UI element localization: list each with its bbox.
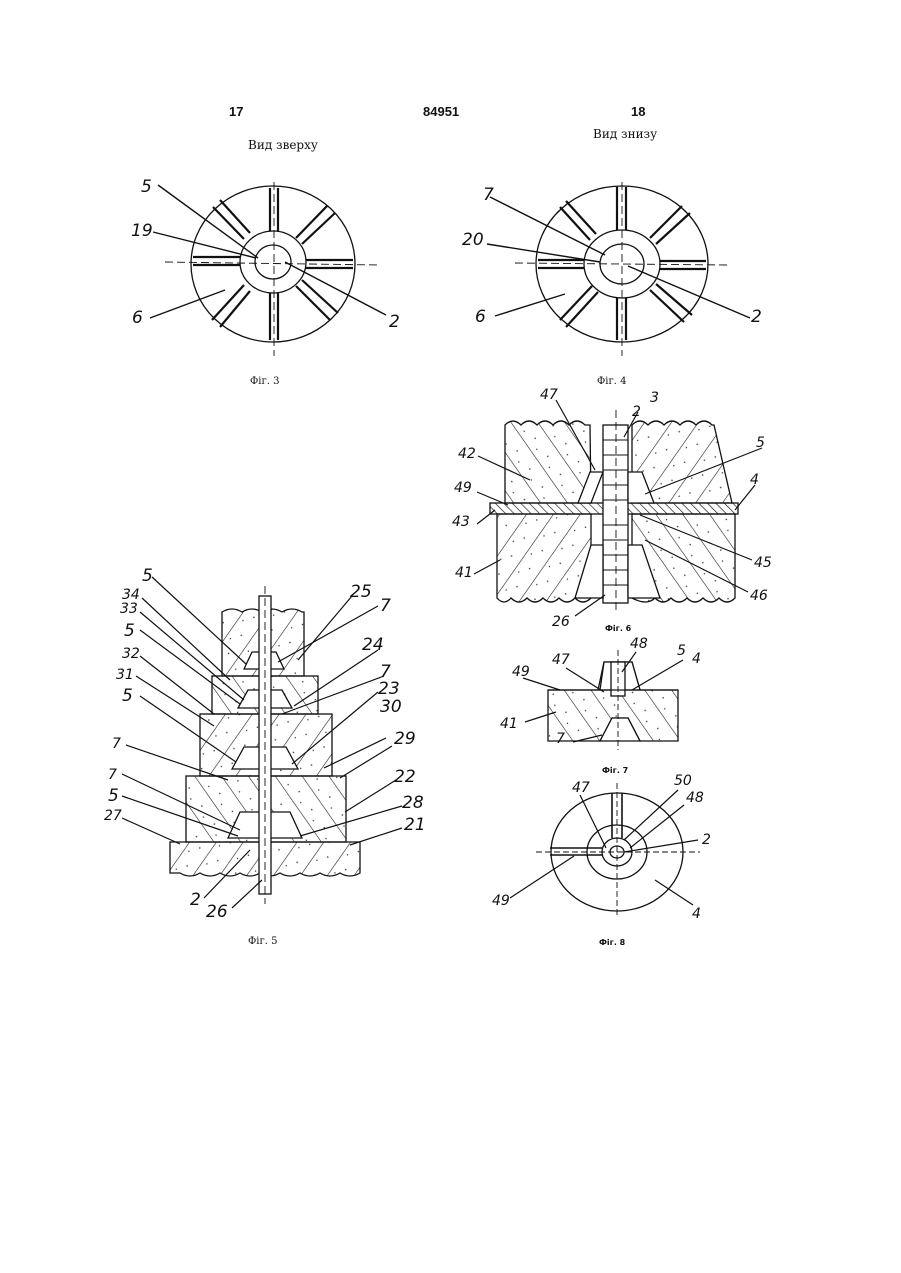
fig8-label-2: 2 [702,832,711,848]
fig6-label-26: 26 [552,614,570,630]
fig4-drawing [487,182,750,356]
fig3-label-5: 5 [141,177,152,197]
fig6-label-4: 4 [750,472,759,488]
fig6-label-2: 2 [632,404,641,420]
fig8-label-50: 50 [674,773,692,789]
fig3-label-2: 2 [389,312,400,332]
fig8-label-49: 49 [492,893,510,909]
fig5-label-7: 7 [112,736,121,752]
fig5-label-7c: 7 [380,596,391,616]
fig4-label-7: 7 [483,185,494,205]
fig5-label-25: 25 [350,582,372,602]
fig6-label-46: 46 [750,588,768,604]
fig3-label-6: 6 [132,308,143,328]
fig6-label-42: 42 [458,446,476,462]
fig4-label-2: 2 [751,307,762,327]
fig5-label-24: 24 [362,635,384,655]
fig7-label-48: 48 [630,636,648,652]
fig6-label-43: 43 [452,514,470,530]
fig5-label-27: 27 [104,808,122,824]
fig5-label-26: 26 [206,902,228,922]
fig6-label-41: 41 [455,565,473,581]
fig5-label-23: 23 [378,679,400,699]
fig7-drawing [523,650,683,750]
fig5-label-33: 33 [120,601,138,617]
fig7-label-7: 7 [556,731,565,747]
fig7-label-4: 4 [692,651,701,667]
fig5-label-7b: 7 [108,767,117,783]
fig5-label-22: 22 [394,767,416,787]
fig5-label-2: 2 [190,890,201,910]
fig6-label-3: 3 [650,390,659,406]
fig8-label-48: 48 [686,790,704,806]
fig5-label-5c: 5 [122,686,133,706]
fig3-drawing [150,182,386,356]
fig5-label-28: 28 [402,793,424,813]
fig5-label-5b: 5 [124,621,135,641]
fig5-drawing [122,577,402,908]
fig8-label-4: 4 [692,906,701,922]
fig6-label-49: 49 [454,480,472,496]
fig7-label-5: 5 [677,643,686,659]
fig5-label-5d: 5 [108,786,119,806]
fig4-label-20: 20 [462,230,484,250]
fig7-label-41: 41 [500,716,518,732]
fig5-label-5: 5 [142,566,153,586]
fig5-label-29: 29 [394,729,416,749]
fig6-label-5: 5 [756,435,765,451]
fig5-label-21: 21 [404,815,426,835]
fig5-label-32: 32 [122,646,140,662]
fig5-label-31: 31 [116,667,134,683]
fig7-label-49: 49 [512,664,530,680]
fig8-label-47: 47 [572,780,590,796]
fig6-label-45: 45 [754,555,772,571]
fig7-label-47: 47 [552,652,570,668]
fig4-label-6: 6 [475,307,486,327]
fig6-drawing [474,400,762,616]
fig6-label-47: 47 [540,387,558,403]
fig3-label-19: 19 [131,221,153,241]
fig5-label-30: 30 [380,697,402,717]
fig8-drawing [510,783,700,918]
